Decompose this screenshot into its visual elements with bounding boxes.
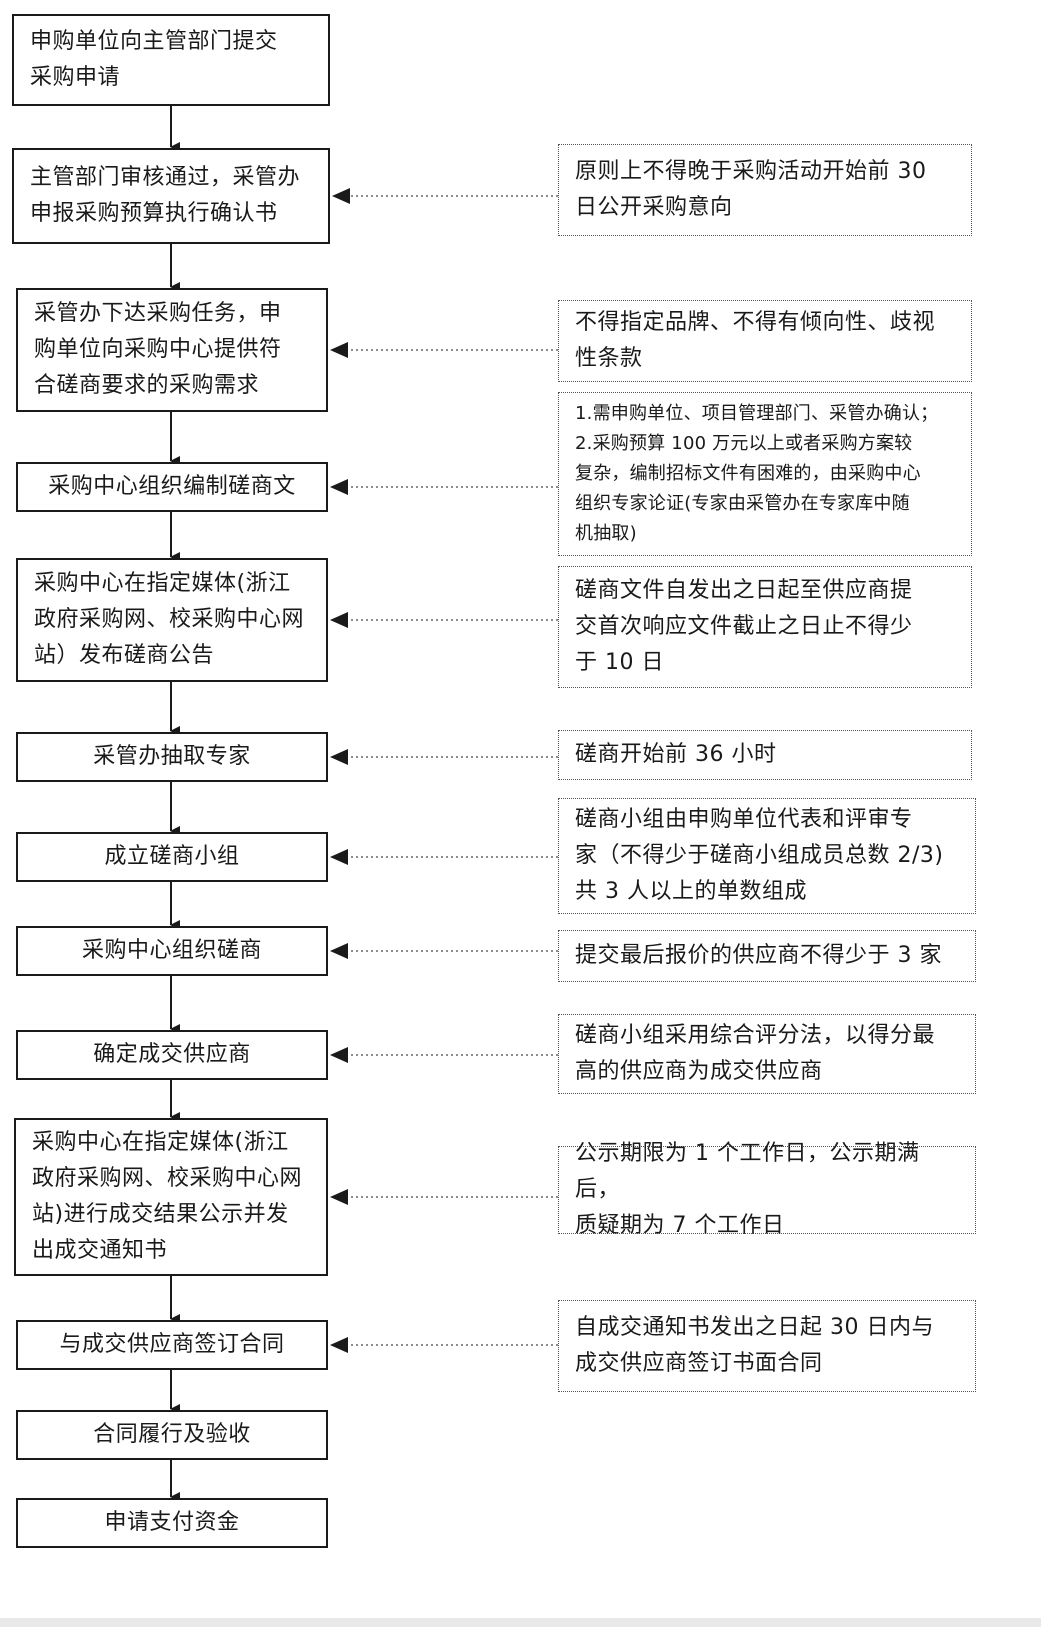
step-10-text: 采购中心在指定媒体(浙江政府采购网、校采购中心网站)进行成交结果公示并发出成交通…	[32, 1130, 303, 1263]
note-5: 磋商开始前 36 小时	[558, 730, 972, 780]
step-7-text: 成立磋商小组	[104, 844, 240, 869]
step-2-text: 主管部门审核通过，采管办申报采购预算执行确认书	[30, 165, 301, 226]
step-6: 采管办抽取专家	[16, 732, 328, 782]
note-3: 1.需申购单位、项目管理部门、采管办确认；2.采购预算 100 万元以上或者采购…	[558, 392, 972, 556]
note-3-text: 1.需申购单位、项目管理部门、采管办确认；2.采购预算 100 万元以上或者采购…	[575, 403, 939, 544]
step-3: 采管办下达采购任务，申购单位向采购中心提供符合磋商要求的采购需求	[16, 288, 328, 412]
step-11: 与成交供应商签订合同	[16, 1320, 328, 1370]
note-4: 磋商文件自发出之日起至供应商提交首次响应文件截止之日止不得少于 10 日	[558, 566, 972, 688]
note-5-text: 磋商开始前 36 小时	[575, 742, 777, 767]
note-arrowhead-6	[330, 849, 348, 865]
bottom-strip	[0, 1618, 1041, 1627]
step-13: 申请支付资金	[16, 1498, 328, 1548]
note-arrowhead-4	[330, 612, 348, 628]
note-arrowhead-8	[330, 1047, 348, 1063]
step-8-text: 采购中心组织磋商	[81, 938, 262, 963]
note-arrowhead-9	[330, 1189, 348, 1205]
step-1: 申购单位向主管部门提交采购申请	[12, 14, 330, 106]
step-2: 主管部门审核通过，采管办申报采购预算执行确认书	[12, 148, 330, 244]
step-4-text: 采购中心组织编制磋商文	[48, 474, 296, 499]
step-12: 合同履行及验收	[16, 1410, 328, 1460]
note-9: 公示期限为 1 个工作日，公示期满后，质疑期为 7 个工作日	[558, 1141, 976, 1238]
step-7: 成立磋商小组	[16, 832, 328, 882]
step-5: 采购中心在指定媒体(浙江政府采购网、校采购中心网站）发布磋商公告	[16, 558, 328, 682]
note-7-text: 提交最后报价的供应商不得少于 3 家	[575, 943, 942, 968]
step-10: 采购中心在指定媒体(浙江政府采购网、校采购中心网站)进行成交结果公示并发出成交通…	[14, 1118, 328, 1276]
step-11-text: 与成交供应商签订合同	[59, 1332, 285, 1357]
note-arrowhead-2	[330, 342, 348, 358]
note-2: 不得指定品牌、不得有倾向性、歧视性条款	[558, 300, 972, 382]
note-arrowhead-7	[330, 943, 348, 959]
note-8: 磋商小组采用综合评分法，以得分最高的供应商为成交供应商	[558, 1014, 976, 1094]
note-9-text: 公示期限为 1 个工作日，公示期满后，质疑期为 7 个工作日	[575, 1141, 920, 1238]
note-10: 自成交通知书发出之日起 30 日内与成交供应商签订书面合同	[558, 1300, 976, 1392]
note-10-text: 自成交通知书发出之日起 30 日内与成交供应商签订书面合同	[575, 1315, 934, 1376]
note-2-text: 不得指定品牌、不得有倾向性、歧视性条款	[575, 310, 936, 371]
note-8-text: 磋商小组采用综合评分法，以得分最高的供应商为成交供应商	[575, 1023, 936, 1084]
note-6: 磋商小组由申购单位代表和评审专家（不得少于磋商小组成员总数 2/3)共 3 人以…	[558, 798, 976, 914]
note-arrowhead-1	[332, 188, 350, 204]
note-arrowhead-10	[330, 1337, 348, 1353]
step-3-text: 采管办下达采购任务，申购单位向采购中心提供符合磋商要求的采购需求	[34, 301, 282, 398]
step-9: 确定成交供应商	[16, 1030, 328, 1080]
note-arrowhead-3	[330, 479, 348, 495]
step-12-text: 合同履行及验收	[93, 1422, 251, 1447]
step-4: 采购中心组织编制磋商文	[16, 462, 328, 512]
note-arrowhead-5	[330, 749, 348, 765]
step-13-text: 申请支付资金	[104, 1510, 240, 1535]
step-5-text: 采购中心在指定媒体(浙江政府采购网、校采购中心网站）发布磋商公告	[34, 571, 305, 668]
step-6-text: 采管办抽取专家	[93, 744, 251, 769]
note-6-text: 磋商小组由申购单位代表和评审专家（不得少于磋商小组成员总数 2/3)共 3 人以…	[575, 807, 944, 904]
step-9-text: 确定成交供应商	[93, 1042, 251, 1067]
step-1-text: 申购单位向主管部门提交采购申请	[30, 29, 278, 90]
note-7: 提交最后报价的供应商不得少于 3 家	[558, 930, 976, 982]
note-4-text: 磋商文件自发出之日起至供应商提交首次响应文件截止之日止不得少于 10 日	[575, 578, 913, 675]
step-8: 采购中心组织磋商	[16, 926, 328, 976]
